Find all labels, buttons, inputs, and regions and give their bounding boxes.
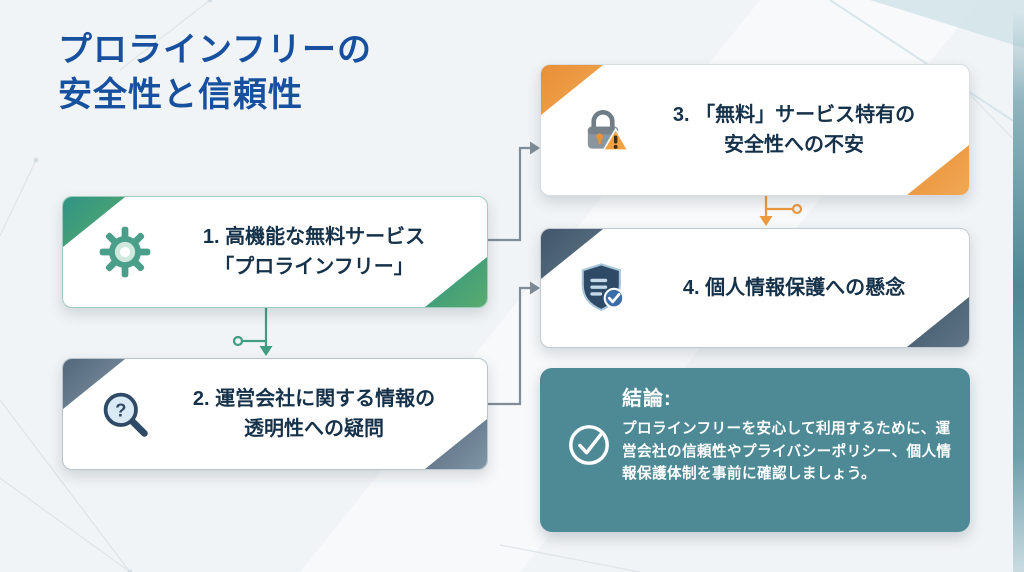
title-line-2: 安全性と信頼性 xyxy=(58,75,303,114)
svg-text:?: ? xyxy=(115,400,126,421)
conclusion-heading: 結論: xyxy=(622,388,672,410)
card-1-line-1: 1. 高機能な無料サービス xyxy=(202,226,426,248)
connector-3-to-4 xyxy=(759,196,803,226)
card-4-text: 4. 個人情報保護への懸念 xyxy=(635,273,953,303)
conclusion-box: 結論: プロラインフリーを安心して利用するために、運営会社の信頼性やプライバシー… xyxy=(540,368,970,532)
card-free-service-safety: 3. 「無料」サービス特有の 安全性への不安 xyxy=(540,64,970,196)
card-1-text: 1. 高機能な無料サービス 「プロラインフリー」 xyxy=(157,222,471,282)
conclusion-body: プロラインフリーを安心して利用するために、運営会社の信頼性やプライバシーポリシー… xyxy=(622,421,952,483)
card-1-line-2: 「プロラインフリー」 xyxy=(214,256,414,278)
card-3-line-1: 3. 「無料」サービス特有の xyxy=(672,104,916,126)
connector-2-to-4 xyxy=(488,281,540,406)
card-personal-data-concern: 4. 個人情報保護への懸念 xyxy=(540,228,970,348)
right-edge-accent xyxy=(1013,0,1024,572)
card-free-service: 1. 高機能な無料サービス 「プロラインフリー」 xyxy=(62,196,488,308)
card-3-line-2: 安全性への不安 xyxy=(724,134,864,156)
magnifier-question-icon: ? xyxy=(93,387,157,441)
card-4-line-1: 4. 個人情報保護への懸念 xyxy=(682,277,906,299)
conclusion-text: 結論: プロラインフリーを安心して利用するために、運営会社の信頼性やプライバシー… xyxy=(622,380,952,520)
title-line-1: プロラインフリーの xyxy=(58,31,372,69)
corner-accent xyxy=(907,297,969,347)
page-title: プロラインフリーの 安全性と信頼性 xyxy=(58,28,372,118)
card-2-text: 2. 運営会社に関する情報の 透明性への疑問 xyxy=(157,384,471,444)
lock-warning-icon xyxy=(571,103,635,157)
card-2-line-1: 2. 運営会社に関する情報の xyxy=(192,388,436,410)
connector-1-to-2 xyxy=(232,308,273,356)
card-3-text: 3. 「無料」サービス特有の 安全性への不安 xyxy=(635,100,953,160)
card-2-line-2: 透明性への疑問 xyxy=(244,418,384,440)
connector-1-to-3 xyxy=(488,141,540,242)
check-circle-icon xyxy=(556,380,622,520)
gear-icon xyxy=(93,225,157,279)
card-company-transparency: ? 2. 運営会社に関する情報の 透明性への疑問 xyxy=(62,358,488,470)
shield-check-icon xyxy=(571,261,635,315)
